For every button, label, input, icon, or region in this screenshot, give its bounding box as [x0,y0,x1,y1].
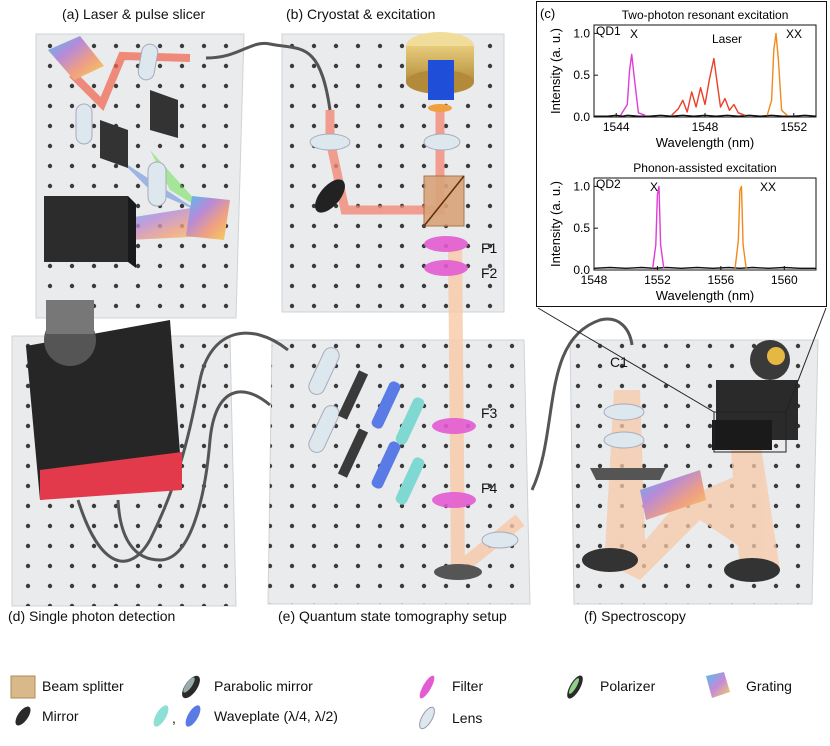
panel-label-a: (a) Laser & pulse slicer [62,6,206,22]
filter-icon [419,675,435,699]
inset-zoom-lines [537,307,827,453]
legend-waveplate-separator: , [172,710,176,726]
table-e [267,339,531,605]
y-tick-label: 1.0 [573,179,590,193]
y-tick-label: 0.0 [573,263,590,277]
x-tick-label: 1544 [603,120,630,134]
annotation-laser: Laser [712,32,742,46]
spectrometer-camera [712,340,798,450]
annotation-x: X [650,180,658,194]
filter-label-f2: F2 [481,265,498,281]
annotation-xx: XX [786,27,802,41]
series-line-2 [734,185,747,269]
x-tick-label: 1552 [780,120,807,134]
filter-label-f4: F4 [481,480,498,496]
x-tick-label: 1556 [708,273,735,287]
plot-frame [593,177,817,271]
lens-label-c1: C1 [610,354,628,370]
legend-filter: Filter [452,678,484,694]
annotation-x: X [630,27,638,41]
panel-label-c: (c) [540,6,555,21]
legend-lens: Lens [452,710,483,726]
spectrum-chart-resonant: Two-photon resonant excitation 1544 1548 15… [548,8,817,150]
chart-title: Phonon-assisted excitation [633,161,776,175]
tomography-optics [308,347,519,580]
parabolic-mirror-icon [182,675,200,699]
legend-waveplate: Waveplate (λ/4, λ/2) [214,708,338,724]
lens-icon [419,706,435,730]
y-tick-label: 0.0 [573,110,590,124]
chart-title: Two-photon resonant excitation [622,8,789,22]
laser-head [44,196,136,268]
series-line-3 [766,32,788,116]
annotation-qd2: QD2 [596,177,621,191]
annotation-xx: XX [760,180,776,194]
x-tick-label: 1548 [692,120,719,134]
y-tick-label: 0.5 [573,221,590,235]
spectra-inset: (c) Two-photon resonant excitation 1544 15… [536,1,827,307]
legend-parabolic-mirror: Parabolic mirror [214,678,313,694]
series-line-2 [671,57,746,116]
spectrum-chart-phonon: Phonon-assisted excitation 1548 1552 1556 15… [548,161,817,303]
y-tick-label: 0.5 [573,68,590,82]
cryostat [406,32,474,112]
legend-grating: Grating [746,678,792,694]
annotation-qd1: QD1 [596,24,621,38]
series-line-1 [652,185,665,269]
panel-label-f: (f) Spectroscopy [584,608,686,624]
legend-polarizer: Polarizer [600,678,656,694]
filter-label-f3: F3 [481,405,498,421]
waveplate-half-icon [185,705,201,727]
x-tick-label: 1552 [644,273,671,287]
grating-icon [706,672,730,698]
legend-mirror: Mirror [42,708,79,724]
x-tick-label: 1560 [771,273,798,287]
y-tick-label: 1.0 [573,26,590,40]
waveplate-quarter-icon [153,705,169,727]
beam-splitter-icon [10,675,36,699]
panel-label-b: (b) Cryostat & excitation [286,6,436,22]
legend-beam-splitter: Beam splitter [42,678,124,694]
x-axis-label: Wavelength (nm) [656,288,755,303]
spectrometer-optics [582,340,798,582]
panel-label-e: (e) Quantum state tomography setup [278,608,507,624]
series-line-0 [594,114,817,117]
series-line-1 [620,53,646,116]
x-axis-label: Wavelength (nm) [656,135,755,150]
x-tick-label: 1548 [581,273,608,287]
y-axis-label: Intensity (a. u.) [548,181,563,267]
detector-box [26,300,182,500]
polarizer-icon [567,675,583,699]
series-line-0 [593,266,816,269]
panel-label-d: (d) Single photon detection [8,608,176,624]
mirror-icon [15,706,31,726]
filter-label-f1: F1 [481,240,498,256]
grating-a1 [48,36,104,80]
y-axis-label: Intensity (a. u.) [548,28,563,114]
